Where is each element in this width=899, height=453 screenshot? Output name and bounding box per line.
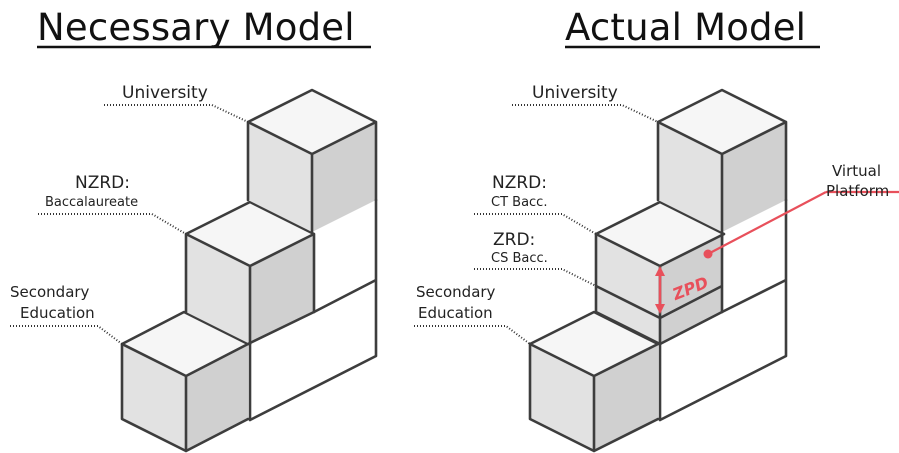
left-leader-secondary [10,325,123,345]
left-cube-baccalaureate [184,200,316,346]
necessary-model: Necessary Model University NZRD: [10,6,378,453]
left-leader-nzrd [38,213,187,235]
left-back-outline [246,198,378,422]
actual-model: Actual Model [414,6,899,453]
left-cube-university [246,88,378,234]
left-label-baccalaureate: Baccalaureate [45,195,138,210]
right-leader-university [512,104,659,123]
right-label-nzrd: NZRD: [492,173,547,193]
right-title: Actual Model [565,6,806,49]
left-label-secondary: Secondary [10,283,90,301]
right-leader-zrd [474,268,597,287]
right-label-platform: Platform [826,182,889,200]
right-label-virtual: Virtual [832,162,881,180]
left-title: Necessary Model [37,6,355,49]
right-label-university: University [532,83,618,103]
right-label-ct-bacc: CT Bacc. [491,195,547,210]
left-label-university: University [122,83,208,103]
right-slab-cs-bacc [596,286,722,344]
left-leader-university [104,104,249,123]
left-label-nzrd: NZRD: [75,173,130,193]
right-cube-university [656,88,788,234]
left-cube-secondary [120,310,250,453]
right-label-zrd: ZRD: [493,230,535,250]
right-label-education: Education [418,304,493,322]
right-label-cs-bacc: CS Bacc. [491,251,548,266]
virtual-platform-pointer [703,190,899,259]
right-back-outline [658,198,788,422]
left-label-education: Education [20,304,95,322]
right-leader-nzrd [474,213,597,235]
right-leader-secondary [414,325,531,345]
right-label-secondary: Secondary [416,283,496,301]
